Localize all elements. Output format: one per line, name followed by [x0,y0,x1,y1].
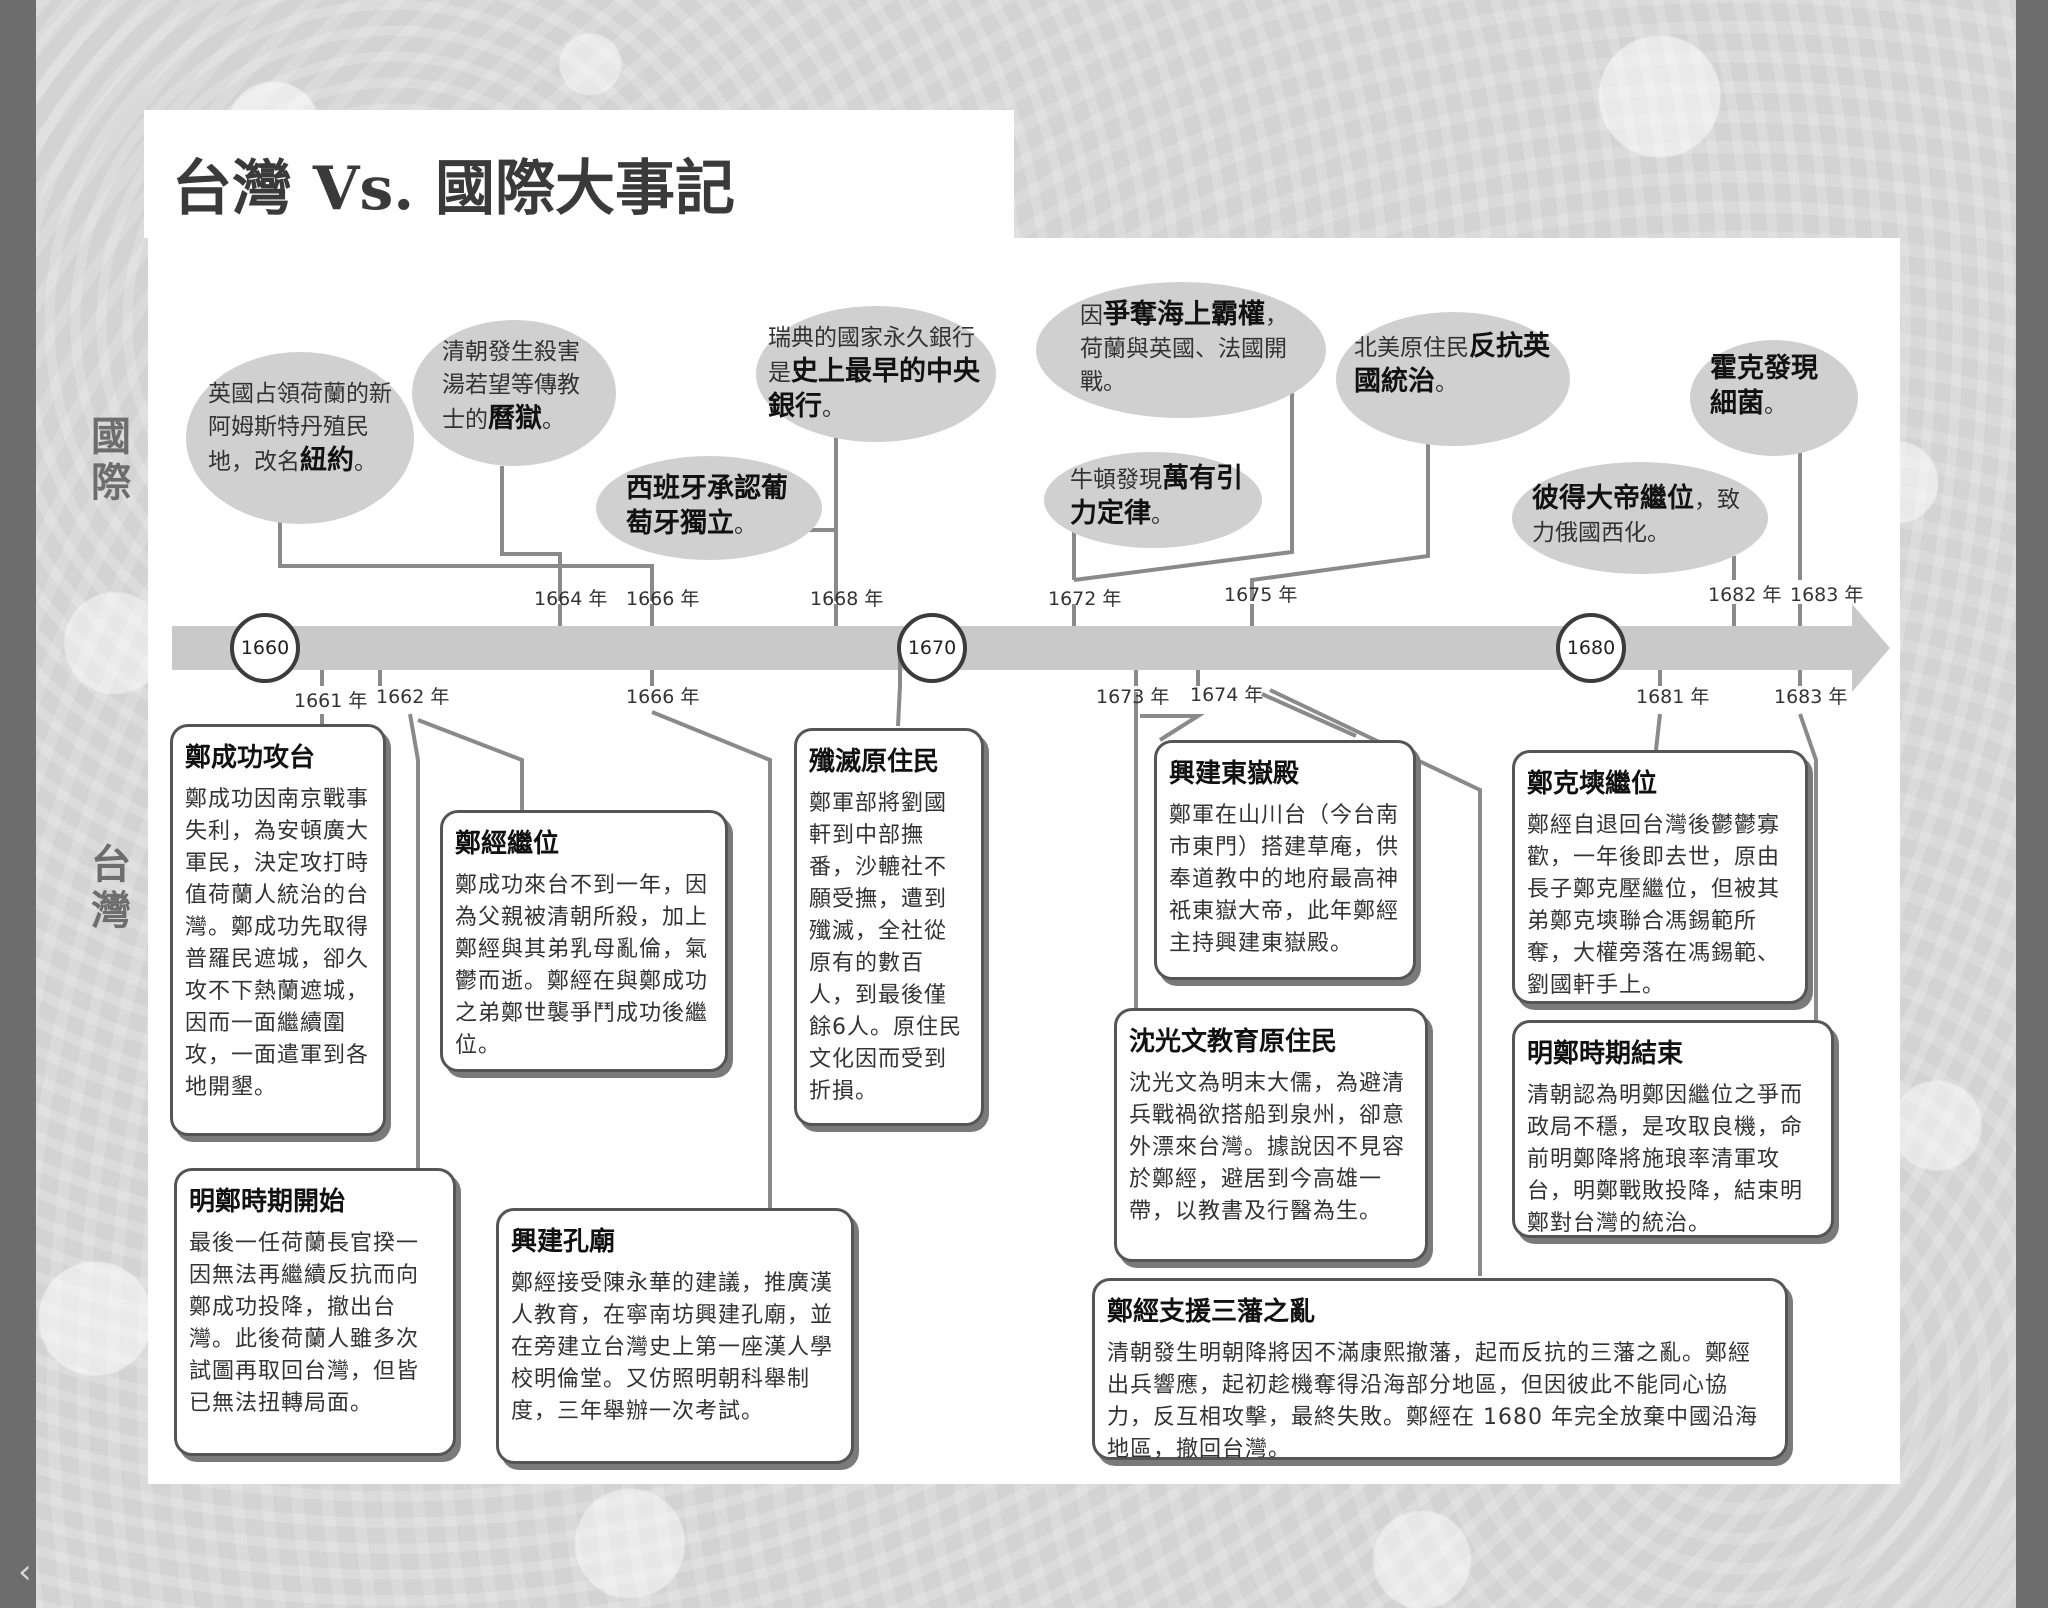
intl-event-1682: 彼得大帝繼位，致力俄國西化。 [1512,462,1768,574]
event-title: 鄭成功攻台 [185,743,316,773]
event-text: 鄭成功來台不到一年，因為父親被清朝所殺，加上鄭經與其弟乳母亂倫，氣鬱而逝。鄭經在… [455,873,709,1058]
intl-event-1672: 因爭奪海上霸權，荷蘭與英國、法國開戰。 [1036,282,1326,418]
taiwan-event-indigenous-massacre: 殲滅原住民 鄭軍部將劉國軒到中部撫番，沙轆社不願受撫，遭到殲滅，全社從原有的數百… [794,728,984,1126]
taiwan-event-confucius-temple: 興建孔廟 鄭經接受陳永華的建議，推廣漢人教育，在寧南坊興建孔廟，並在旁建立台灣史… [496,1208,854,1464]
event-title: 明鄭時期開始 [189,1187,346,1217]
event-text: 沈光文為明末大儒，為避清兵戰禍欲搭船到泉州，卻意外漂來台灣。據說因不見容於鄭經，… [1129,1071,1406,1224]
connector-intl [500,466,562,601]
event-text: 鄭成功因南京戰事失利，為安頓廣大軍民，決定攻打時值荷蘭人統治的台灣。鄭成功先取得… [185,787,370,1100]
event-title: 殲滅原住民 [809,747,940,777]
event-title: 興建東嶽殿 [1169,759,1300,789]
connector-taiwan [1798,713,1818,1020]
taiwan-event-zheng-jing-succession: 鄭經繼位 鄭成功來台不到一年，因為父親被清朝所殺，加上鄭經與其弟乳母亂倫，氣鬱而… [440,810,728,1072]
connector-taiwan [1654,713,1662,751]
taiwan-event-koxinga-attack: 鄭成功攻台 鄭成功因南京戰事失利，為安頓廣大軍民，決定攻打時值荷蘭人統治的台灣。… [170,724,386,1136]
intl-event-newton: 牛頓發現萬有引力定律。 [1044,452,1262,548]
event-text: 鄭經自退回台灣後鬱鬱寡歡，一年後即去世，原由長子鄭克壓繼位，但被其弟鄭克塽聯合馮… [1527,813,1781,998]
event-text: 鄭軍在山川台（今台南市東門）搭建草庵，供奉道教中的地府最高神祇東嶽大帝，此年鄭經… [1169,803,1400,956]
connector-taiwan [1261,692,1357,738]
connector-taiwan [1269,688,1482,1276]
page-title: 台灣 Vs. 國際大事記 [172,154,735,224]
event-title: 鄭經支援三藩之亂 [1107,1297,1316,1327]
taiwan-event-ming-zheng-ends: 明鄭時期結束 清朝認為明鄭因繼位之爭而政局不穩，是攻取良機，命前明鄭降將施琅率清… [1512,1020,1834,1238]
connector-intl [1250,438,1430,601]
taiwan-event-three-feudatories: 鄭經支援三藩之亂 清朝發生明朝降將因不滿康熙撤藩，起而反抗的三藩之亂。鄭經出兵響… [1092,1278,1788,1462]
event-text: 鄭經接受陳永華的建議，推廣漢人教育，在寧南坊興建孔廟，並在旁建立台灣史上第一座漢… [511,1271,834,1424]
connector-taiwan [408,713,420,1168]
event-title: 鄭克塽繼位 [1527,769,1658,799]
year-label-taiwan: 1683 年 [1774,686,1848,708]
year-label-intl: 1666 年 [626,588,700,610]
year-label-taiwan: 1673 年 [1096,686,1170,708]
year-label-intl: 1672 年 [1048,588,1122,610]
intl-event-portugal: 西班牙承認葡萄牙獨立。 [596,456,822,560]
year-label-taiwan: 1674 年 [1190,684,1264,706]
intl-event-1675: 北美原住民反抗英國統治。 [1336,312,1570,446]
next-page-button[interactable]: › [2004,1552,2018,1592]
year-label-taiwan: 1662 年 [376,686,450,708]
year-label-taiwan: 1681 年 [1636,686,1710,708]
year-label-intl: 1668 年 [810,588,884,610]
label-taiwan: 台灣 [91,841,131,934]
year-label-taiwan: 1661 年 [294,690,368,712]
label-international: 國際 [91,413,131,506]
connector-taiwan [417,718,524,810]
connector-taiwan [651,710,772,1208]
year-label-intl: 1682 年 [1708,584,1782,606]
decade-marker: 1660 [230,613,300,683]
intl-event-1683: 霍克發現細菌。 [1690,340,1858,456]
intl-event-1664: 英國占領荷蘭的新阿姆斯特丹殖民地，改名紐約。 [186,352,414,524]
event-text: 最後一任荷蘭長官揆一因無法再繼續反抗而向鄭成功投降，撤出台灣。此後荷蘭人雖多次試… [189,1231,420,1416]
event-text: 清朝發生明朝降將因不滿康熙撤藩，起而反抗的三藩之亂。鄭經出兵響應，起初趁機奪得沿… [1107,1341,1758,1462]
connector-intl [1073,380,1294,582]
previous-page-button[interactable]: ‹ [18,1552,32,1592]
event-text: 清朝認為明鄭因繼位之爭而政局不穩，是攻取良機，命前明鄭降將施琅率清軍攻台，明鄭戰… [1527,1083,1804,1236]
taiwan-event-shen-guangwen: 沈光文教育原住民 沈光文為明末大儒，為避清兵戰禍欲搭船到泉州，卻意外漂來台灣。據… [1114,1008,1428,1262]
event-title: 沈光文教育原住民 [1129,1027,1338,1057]
year-label-intl: 1683 年 [1790,584,1864,606]
connector-taiwan [1140,714,1205,742]
event-title: 鄭經繼位 [455,829,560,859]
intl-event-1668: 瑞典的國家永久銀行是史上最早的中央銀行。 [756,306,996,442]
intl-event-1666: 清朝發生殺害湯若望等傳教士的曆獄。 [412,320,616,466]
decade-marker: 1680 [1556,613,1626,683]
connector-intl [278,522,654,601]
year-label-intl: 1664 年 [534,588,608,610]
title-backdrop [144,110,1014,238]
event-title: 興建孔廟 [511,1227,616,1257]
year-label-taiwan: 1666 年 [626,686,700,708]
taiwan-event-zheng-keshuang: 鄭克塽繼位 鄭經自退回台灣後鬱鬱寡歡，一年後即去世，原由長子鄭克壓繼位，但被其弟… [1512,750,1808,1004]
timeline-axis [172,604,1890,692]
event-text: 鄭軍部將劉國軒到中部撫番，沙轆社不願受撫，遭到殲滅，全社從原有的數百人，到最後僅… [809,791,962,1104]
taiwan-event-dongyue-temple: 興建東嶽殿 鄭軍在山川台（今台南市東門）搭建草庵，供奉道教中的地府最高神祇東嶽大… [1154,740,1416,980]
decade-marker: 1670 [897,613,967,683]
taiwan-event-ming-zheng-begins: 明鄭時期開始 最後一任荷蘭長官揆一因無法再繼續反抗而向鄭成功投降，撤出台灣。此後… [174,1168,456,1456]
year-label-intl: 1675 年 [1224,584,1298,606]
event-title: 明鄭時期結束 [1527,1039,1684,1069]
